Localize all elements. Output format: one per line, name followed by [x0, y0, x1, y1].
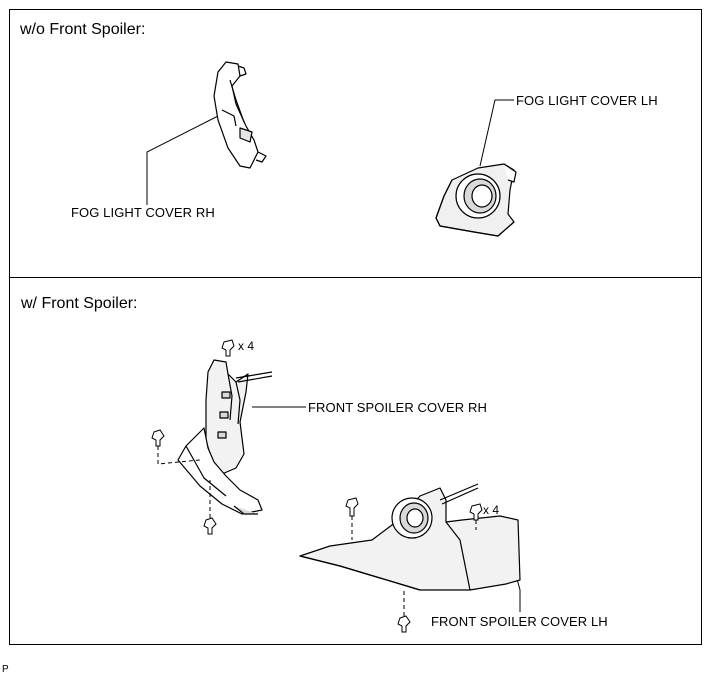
front-spoiler-cover-rh-drawing — [177, 359, 273, 515]
clip-icon-lh-right — [469, 503, 483, 521]
section-title-without-spoiler: w/o Front Spoiler: — [20, 21, 146, 38]
clip-quantity-rh: x 4 — [238, 339, 255, 353]
diagram-frame — [9, 9, 702, 645]
clip-icon-lh-left — [345, 497, 359, 517]
label-front-spoiler-cover-lh: FRONT SPOILER COVER LH — [431, 614, 608, 629]
label-front-spoiler-cover-rh: FRONT SPOILER COVER RH — [308, 400, 487, 415]
install-line-rh-side — [157, 446, 201, 465]
section-divider — [9, 277, 702, 278]
label-fog-light-cover-rh: FOG LIGHT COVER RH — [71, 205, 215, 220]
clip-icon-rh-bottom — [203, 517, 217, 535]
leader-fog-lh — [479, 99, 514, 167]
clip-icon-rh-side — [151, 429, 165, 447]
clip-icon-lh-bottom — [397, 615, 411, 633]
leader-fog-rh — [146, 113, 223, 205]
fog-light-cover-lh-drawing — [435, 163, 517, 237]
clip-icon-rh-top — [221, 339, 235, 357]
fog-light-cover-rh-drawing — [213, 61, 267, 169]
front-spoiler-cover-lh-drawing — [299, 483, 521, 591]
footer-code: P — [2, 664, 9, 675]
section-title-with-spoiler: w/ Front Spoiler: — [21, 295, 138, 312]
label-fog-light-cover-lh: FOG LIGHT COVER LH — [516, 93, 658, 108]
clip-quantity-lh: x 4 — [483, 503, 500, 517]
